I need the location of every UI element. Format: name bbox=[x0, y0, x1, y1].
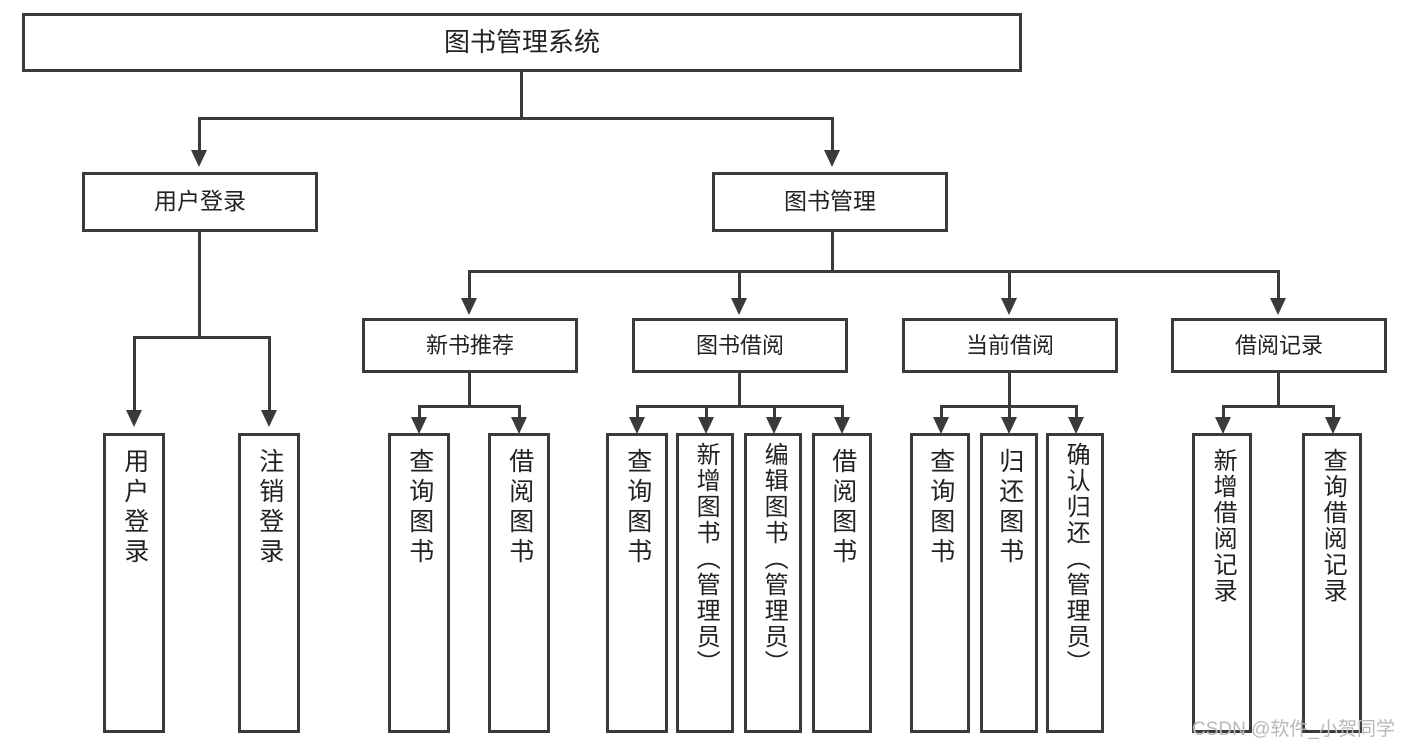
connector-drop-bb-query bbox=[636, 405, 639, 417]
arrow-borrow-records bbox=[1270, 298, 1286, 315]
connector-drop-cb-return bbox=[1008, 405, 1011, 417]
node-current-borrow[interactable]: 当前借阅 bbox=[902, 318, 1118, 373]
arrow-bb-edit-book bbox=[766, 417, 782, 434]
connector-drop-book-manage bbox=[831, 117, 834, 150]
connector-book-borrow-stem bbox=[738, 373, 741, 405]
arrow-book-manage bbox=[824, 150, 840, 167]
leaf-logout[interactable]: 注销登录 bbox=[238, 433, 300, 733]
csdn-watermark: CSDN @软件_小贺同学 bbox=[1192, 719, 1395, 740]
node-label: 新增图书（管理员） bbox=[692, 442, 720, 676]
connector-user-login-bus bbox=[133, 336, 271, 339]
leaf-cb-confirm-return[interactable]: 确认归还（管理员） bbox=[1046, 433, 1104, 733]
connector-drop-bb-borrow bbox=[841, 405, 844, 417]
node-label: 当前借阅 bbox=[965, 332, 1054, 358]
connector-user-login-stem bbox=[198, 232, 201, 336]
node-label: 新书推荐 bbox=[425, 332, 514, 358]
node-label: 确认归还（管理员） bbox=[1062, 442, 1090, 676]
node-label: 注销登录 bbox=[255, 448, 284, 568]
leaf-cb-return-book[interactable]: 归还图书 bbox=[980, 433, 1038, 733]
arrow-bb-borrow-book bbox=[834, 417, 850, 434]
leaf-bb-query-book[interactable]: 查询图书 bbox=[606, 433, 668, 733]
connector-level2-bus bbox=[468, 270, 1280, 273]
leaf-user-login[interactable]: 用户登录 bbox=[103, 433, 165, 733]
node-book-borrow[interactable]: 图书借阅 bbox=[632, 318, 848, 373]
arrow-bb-query-book bbox=[629, 417, 645, 434]
node-label: 查询图书 bbox=[405, 448, 434, 568]
leaf-br-query-record[interactable]: 查询借阅记录 bbox=[1302, 433, 1362, 733]
arrow-cb-return-book bbox=[1001, 417, 1017, 434]
arrow-nb-borrow-book bbox=[511, 417, 527, 434]
connector-level1-bus bbox=[198, 117, 834, 120]
arrow-br-add-record bbox=[1215, 417, 1231, 434]
node-label: 图书管理系统 bbox=[443, 27, 600, 58]
connector-current-borrow-stem bbox=[1008, 373, 1011, 405]
connector-book-borrow-bus bbox=[636, 405, 842, 408]
leaf-cb-query-book[interactable]: 查询图书 bbox=[910, 433, 970, 733]
leaf-bb-add-book[interactable]: 新增图书（管理员） bbox=[676, 433, 734, 733]
connector-drop-leaf-user-login bbox=[133, 336, 136, 410]
arrow-nb-query-book bbox=[411, 417, 427, 434]
connector-drop-br-query bbox=[1332, 405, 1335, 417]
node-label: 用户登录 bbox=[120, 448, 149, 568]
node-root-system[interactable]: 图书管理系统 bbox=[22, 13, 1022, 72]
leaf-br-add-record[interactable]: 新增借阅记录 bbox=[1192, 433, 1252, 733]
node-borrow-records[interactable]: 借阅记录 bbox=[1171, 318, 1387, 373]
connector-drop-cb-query bbox=[940, 405, 943, 417]
arrow-leaf-logout bbox=[261, 410, 277, 427]
arrow-cb-confirm-return bbox=[1068, 417, 1084, 434]
leaf-nb-query-book[interactable]: 查询图书 bbox=[388, 433, 450, 733]
connector-drop-leaf-logout bbox=[268, 336, 271, 410]
node-label: 用户登录 bbox=[154, 188, 246, 215]
node-label: 查询借阅记录 bbox=[1319, 448, 1347, 604]
node-label: 新增借阅记录 bbox=[1209, 448, 1237, 604]
connector-book-manage-stem bbox=[831, 232, 834, 270]
arrow-br-query-record bbox=[1325, 417, 1341, 434]
arrow-new-book-recommend bbox=[461, 298, 477, 315]
connector-drop-book-borrow bbox=[738, 270, 741, 298]
connector-drop-current-borrow bbox=[1008, 270, 1011, 298]
node-label: 查询图书 bbox=[623, 448, 652, 568]
node-label: 归还图书 bbox=[995, 448, 1024, 568]
arrow-current-borrow bbox=[1001, 298, 1017, 315]
node-label: 编辑图书（管理员） bbox=[760, 442, 788, 676]
node-label: 借阅图书 bbox=[828, 448, 857, 568]
connector-root-stem bbox=[520, 72, 523, 117]
node-label: 借阅图书 bbox=[505, 448, 534, 568]
connector-drop-nb-borrow bbox=[518, 405, 521, 417]
connector-new-book-bus bbox=[418, 405, 521, 408]
node-new-book-recommend[interactable]: 新书推荐 bbox=[362, 318, 578, 373]
connector-drop-new-book bbox=[468, 270, 471, 298]
node-label: 借阅记录 bbox=[1234, 332, 1323, 358]
arrow-user-login bbox=[191, 150, 207, 167]
leaf-nb-borrow-book[interactable]: 借阅图书 bbox=[488, 433, 550, 733]
connector-new-book-stem bbox=[468, 373, 471, 405]
arrow-bb-add-book bbox=[698, 417, 714, 434]
connector-drop-bb-edit bbox=[773, 405, 776, 417]
connector-drop-borrow-records bbox=[1277, 270, 1280, 298]
arrow-leaf-user-login bbox=[126, 410, 142, 427]
arrow-book-borrow bbox=[731, 298, 747, 315]
connector-drop-nb-query bbox=[418, 405, 421, 417]
connector-drop-cb-confirm bbox=[1075, 405, 1078, 417]
leaf-bb-edit-book[interactable]: 编辑图书（管理员） bbox=[744, 433, 802, 733]
connector-borrow-records-bus bbox=[1222, 405, 1335, 408]
connector-drop-user-login bbox=[198, 117, 201, 150]
connector-drop-br-add bbox=[1222, 405, 1225, 417]
node-label: 图书借阅 bbox=[695, 332, 784, 358]
node-book-management[interactable]: 图书管理 bbox=[712, 172, 948, 232]
connector-drop-bb-add bbox=[705, 405, 708, 417]
arrow-cb-query-book bbox=[933, 417, 949, 434]
connector-borrow-records-stem bbox=[1277, 373, 1280, 405]
node-label: 查询图书 bbox=[926, 448, 955, 568]
leaf-bb-borrow-book[interactable]: 借阅图书 bbox=[812, 433, 872, 733]
node-user-login[interactable]: 用户登录 bbox=[82, 172, 318, 232]
node-label: 图书管理 bbox=[784, 188, 876, 215]
